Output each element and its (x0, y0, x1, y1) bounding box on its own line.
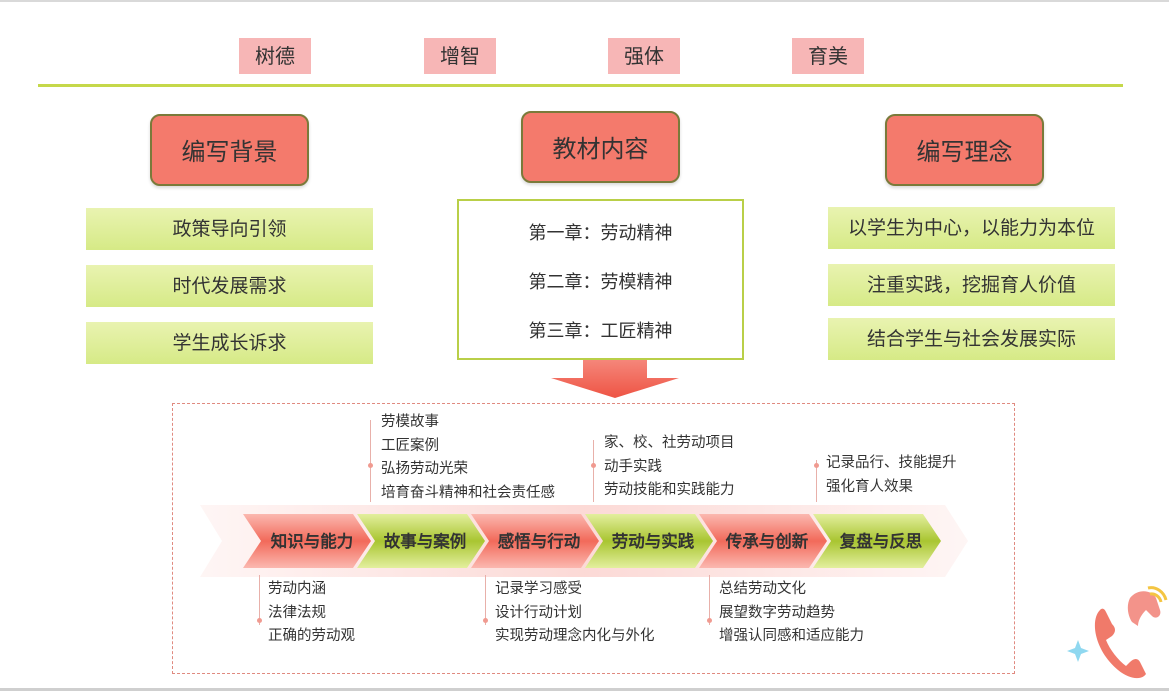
note-line: 动手实践 (604, 458, 662, 475)
tag-yumei: 育美 (792, 38, 864, 74)
heading-content: 教材内容 (521, 111, 680, 183)
connector-dot (257, 618, 262, 623)
notes-practice: 家、校、社劳动项目 动手实践 劳动技能和实践能力 (604, 432, 735, 503)
connector-line (259, 575, 260, 625)
flow-chevron (699, 514, 827, 568)
down-arrow-icon (551, 360, 679, 398)
note-line: 劳动技能和实践能力 (604, 482, 735, 498)
note-line: 增强认同感和适应能力 (719, 628, 864, 644)
notes-inherit: 总结劳动文化 展望数字劳动趋势 增强认同感和适应能力 (719, 578, 864, 649)
phone-icon (1094, 591, 1161, 679)
concept-item: 以学生为中心，以能力为本位 (828, 207, 1115, 249)
connector-line (593, 440, 594, 502)
note-line: 劳动内涵 (268, 581, 326, 597)
background-item: 政策导向引领 (86, 208, 373, 250)
chapter-item: 第二章：劳模精神 (528, 272, 673, 293)
note-line: 强化育人效果 (826, 478, 913, 495)
top-border (0, 0, 1169, 2)
note-line: 培育奋斗精神和社会责任感 (381, 484, 555, 501)
notes-story: 劳模故事 工匠案例 弘扬劳动光荣 培育奋斗精神和社会责任感 (381, 411, 555, 505)
note-line: 弘扬劳动光荣 (381, 461, 468, 477)
note-line: 实现劳动理念内化与外化 (495, 628, 655, 644)
flow-container (172, 403, 1015, 674)
signal-icon (1147, 586, 1168, 603)
heading-concept: 编写理念 (885, 114, 1044, 186)
header-divider (38, 84, 1123, 87)
bottom-border (0, 688, 1169, 691)
tag-zengzhi: 增智 (424, 38, 496, 74)
note-line: 记录品行、技能提升 (826, 455, 957, 471)
step-inherit: 传承与创新 (725, 532, 809, 551)
note-line: 总结劳动文化 (719, 581, 806, 597)
background-item: 学生成长诉求 (86, 322, 373, 364)
connector-dot (591, 463, 596, 468)
connector-line (485, 575, 486, 625)
connector-line (709, 575, 710, 625)
chapter-item: 第三章：工匠精神 (528, 321, 673, 342)
note-line: 设计行动计划 (495, 604, 582, 621)
concept-item: 结合学生与社会发展实际 (828, 318, 1115, 360)
tag-qiangti: 强体 (608, 38, 680, 74)
notes-review: 记录品行、技能提升 强化育人效果 (826, 452, 957, 499)
note-line: 工匠案例 (381, 437, 439, 454)
step-action: 感悟与行动 (497, 532, 581, 551)
connector-line (816, 460, 817, 502)
concept-item: 注重实践，挖掘育人价值 (828, 264, 1115, 306)
flow-band (200, 505, 968, 577)
step-practice: 劳动与实践 (611, 532, 695, 551)
tag-shude: 树德 (239, 38, 311, 74)
note-line: 法律法规 (268, 604, 326, 621)
flow-chevron (243, 514, 371, 568)
flow-chevron (471, 514, 599, 568)
background-item: 时代发展需求 (86, 265, 373, 307)
notes-action: 记录学习感受 设计行动计划 实现劳动理念内化与外化 (495, 578, 655, 649)
chapter-item: 第一章：劳动精神 (528, 223, 673, 244)
step-knowledge: 知识与能力 (270, 532, 354, 551)
heading-background: 编写背景 (150, 114, 309, 186)
note-line: 家、校、社劳动项目 (604, 435, 735, 451)
flow-chevron (813, 514, 941, 568)
flow-chevron (357, 514, 485, 568)
note-line: 正确的劳动观 (268, 628, 355, 644)
connector-line (370, 420, 371, 502)
connector-dot (814, 463, 819, 468)
phone-decoration (1067, 586, 1168, 679)
connector-dot (368, 463, 373, 468)
note-line: 记录学习感受 (495, 581, 582, 597)
connector-dot (707, 618, 712, 623)
step-review: 复盘与反思 (839, 532, 923, 551)
sparkle-icon (1067, 640, 1089, 662)
step-story: 故事与案例 (383, 532, 467, 551)
flow-chevron (585, 514, 713, 568)
note-line: 劳模故事 (381, 414, 439, 430)
notes-knowledge: 劳动内涵 法律法规 正确的劳动观 (268, 578, 355, 649)
chapter-box: 第一章：劳动精神 第二章：劳模精神 第三章：工匠精神 (457, 199, 744, 360)
connector-dot (483, 618, 488, 623)
note-line: 展望数字劳动趋势 (719, 604, 835, 621)
